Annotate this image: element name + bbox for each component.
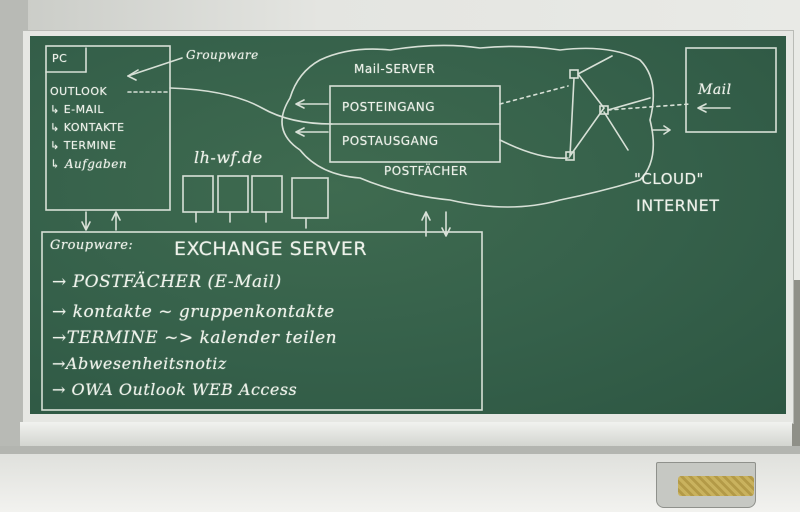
exchange-line-postfaecher: → POSTFÄCHER (E-Mail) [52,272,282,292]
pc-item-outlook: OUTLOOK [50,85,108,98]
exchange-line-abwesenheit: →Abwesenheitsnotiz [52,354,227,373]
server-4 [291,177,329,219]
exchange-prefix: Groupware: [50,238,134,253]
chalkboard [30,36,786,414]
internet-label: INTERNET [636,196,720,215]
internet-network [569,55,651,159]
mail-label: Mail [698,82,732,98]
exchange-line-owa: → OWA Outlook WEB Access [52,380,298,399]
groupware-label: Groupware [186,48,259,62]
exchange-title: EXCHANGE SERVER [174,238,368,260]
sponge [678,476,754,496]
tray-shelf [0,446,800,454]
server-1 [182,175,214,213]
posteingang-label: POSTEINGANG [342,100,436,114]
inbox-link [499,85,569,105]
postfaecher-label: POSTFÄCHER [384,164,468,178]
mail-box [685,47,777,133]
exchange-line-termine: →TERMINE ~> kalender teilen [52,328,338,348]
mail-server-cloud [281,44,655,208]
pc-item-aufgaben: ↳ Aufgaben [50,157,128,171]
mail-server-title: Mail-SERVER [354,62,436,76]
postausgang-label: POSTAUSGANG [342,134,439,148]
server-2 [217,175,249,213]
pc-item-kontakte: ↳ KONTAKTE [50,121,125,134]
exchange-line-kontakte: → kontakte ~ gruppenkontakte [52,302,335,322]
pc-box [45,45,171,211]
groupware-arrow [127,57,183,77]
server-3 [251,175,283,213]
pc-label: PC [52,52,68,65]
exchange-box [41,231,483,411]
domain-label: lh-wf.de [194,148,263,167]
pc-item-email: ↳ E-MAIL [50,103,105,116]
pc-item-termine: ↳ TERMINE [50,139,117,152]
cloud-label: "CLOUD" [634,170,704,188]
